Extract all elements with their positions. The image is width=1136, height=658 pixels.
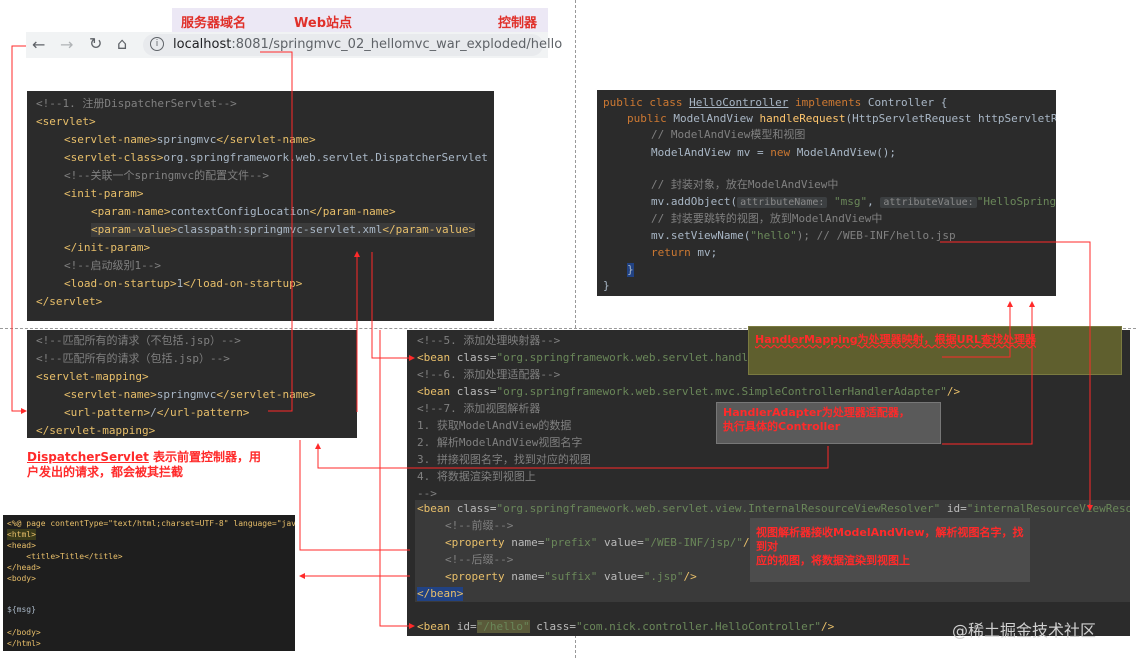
code-line: </servlet-mapping> bbox=[36, 424, 156, 437]
code-line: </html> bbox=[7, 639, 41, 648]
view-resolver-note: 视图解析器接收ModelAndView，解析视图名字，找到对应的视图，将数据渲染… bbox=[750, 518, 1030, 582]
springxml-editor: <!--5. 添加处理映射器--> <bean class="org.sprin… bbox=[407, 330, 1130, 636]
code-line: <!--6. 添加处理适配器--> bbox=[417, 368, 561, 381]
code-line: // 封装要跳转的视图，放到ModelAndView中 bbox=[651, 212, 883, 225]
code-line: 1. 获取ModelAndView的数据 bbox=[417, 419, 572, 432]
code-line: 2. 解析ModelAndView视图名字 bbox=[417, 436, 583, 449]
code-line: <!--前缀--> bbox=[445, 519, 514, 532]
forward-icon[interactable]: → bbox=[60, 35, 74, 54]
code-line: <servlet> bbox=[36, 115, 96, 128]
code-line: <load-on-startup>1</load-on-startup> bbox=[64, 277, 303, 290]
home-icon[interactable]: ⌂ bbox=[117, 34, 128, 53]
url-host: localhost bbox=[173, 37, 232, 52]
code-line: mv.setViewName("hello"); // /WEB-INF/hel… bbox=[651, 229, 956, 242]
dispatcher-note: DispatcherServlet 表示前置控制器，用 户发出的请求，都会被其拦… bbox=[27, 450, 262, 479]
code-line: <property name="prefix" value="/WEB-INF/… bbox=[445, 536, 756, 549]
code-line: <title>Title</title> bbox=[7, 552, 123, 561]
param-hint: attributeName: bbox=[737, 197, 828, 208]
code-line: 3. 拼接视图名字，找到对应的视图 bbox=[417, 453, 591, 466]
watermark: @稀土掘金技术社区 bbox=[952, 621, 1097, 640]
code-line: <servlet-mapping> bbox=[36, 370, 149, 383]
divider-vertical-left bbox=[575, 0, 576, 658]
handler-adapter-note: HandlerAdapter为处理器适配器，执行具体的Controller bbox=[716, 402, 941, 444]
code-line: } bbox=[603, 279, 610, 292]
code-line: <!--1. 注册DispatcherServlet--> bbox=[36, 97, 237, 110]
code-line: </bean> bbox=[417, 587, 464, 601]
code-line: // 封装对象，放在ModelAndView中 bbox=[651, 178, 839, 191]
code-line: <!--后缀--> bbox=[445, 553, 514, 566]
code-line: <url-pattern>/</url-pattern> bbox=[64, 406, 250, 419]
param-hint: attributeValue: bbox=[880, 197, 977, 208]
webxml-editor: <!--1. 注册DispatcherServlet--> <servlet> … bbox=[27, 91, 494, 321]
code-line: <!--匹配所有的请求（包括.jsp）--> bbox=[36, 352, 230, 365]
address-bar[interactable]: i localhost:8081/springmvc_02_hellomvc_w… bbox=[143, 34, 562, 56]
code-line: return mv; bbox=[651, 246, 718, 259]
webxml-mapping-editor: <!--匹配所有的请求（不包括.jsp）--> <!--匹配所有的请求（包括.j… bbox=[27, 330, 357, 438]
arrow-dispatcher-to-jsp bbox=[299, 440, 410, 551]
code-line: <servlet-name>springmvc</servlet-name> bbox=[64, 133, 316, 146]
arrow-url-to-mapping bbox=[11, 45, 27, 414]
code-line: public ModelAndView handleRequest(HttpSe… bbox=[627, 112, 1056, 125]
url-text[interactable]: localhost:8081/springmvc_02_hellomvc_war… bbox=[173, 37, 562, 52]
code-line: <!--5. 添加处理映射器--> bbox=[417, 334, 561, 347]
code-line: </body> bbox=[7, 628, 41, 637]
code-line: <bean id="/hello" class="com.nick.contro… bbox=[417, 620, 835, 633]
code-line: <servlet-class>org.springframework.web.s… bbox=[64, 151, 488, 164]
url-path: /springmvc_02_hellomvc_war_exploded/hell… bbox=[268, 37, 563, 52]
code-line: </head> bbox=[7, 563, 41, 572]
code-line: <param-name>contextConfigLocation</param… bbox=[91, 205, 396, 218]
divider-horizontal bbox=[0, 328, 1136, 329]
handler-mapping-note: HandlerMapping为处理器映射，根据URL查找处理器 bbox=[748, 326, 1122, 375]
controller-editor: public class HelloController implements … bbox=[597, 90, 1056, 296]
label-controller: 控制器 bbox=[498, 16, 538, 31]
reload-icon[interactable]: ↻ bbox=[89, 34, 103, 53]
info-icon[interactable]: i bbox=[150, 37, 164, 51]
code-line: ${msg} bbox=[7, 605, 36, 614]
label-web-site: Web站点 bbox=[294, 16, 352, 31]
code-line: <bean class="org.springframework.web.ser… bbox=[417, 385, 961, 398]
back-icon[interactable]: ← bbox=[32, 35, 46, 54]
label-server-domain: 服务器域名 bbox=[181, 16, 247, 31]
code-line: <bean class="org.springframework.web.ser… bbox=[417, 502, 1130, 515]
code-line: <!--匹配所有的请求（不包括.jsp）--> bbox=[36, 334, 241, 347]
code-line: </init-param> bbox=[64, 241, 151, 254]
code-line: </servlet> bbox=[36, 295, 103, 308]
code-line: // ModelAndView模型和视图 bbox=[651, 128, 806, 141]
code-line: <body> bbox=[7, 574, 36, 583]
code-line: public class HelloController implements … bbox=[603, 96, 948, 109]
code-line-highlighted: <param-value>classpath:springmvc-servlet… bbox=[91, 223, 476, 237]
code-line: <%@ page contentType="text/html;charset=… bbox=[7, 519, 295, 528]
code-line: <servlet-name>springmvc</servlet-name> bbox=[64, 388, 316, 401]
browser-toolbar: ← → ↻ ⌂ i localhost:8081/springmvc_02_he… bbox=[26, 32, 562, 58]
code-line: 4. 将数据渲染到视图上 bbox=[417, 470, 536, 483]
code-line: ModelAndView mv = new ModelAndView(); bbox=[651, 146, 897, 159]
code-line: --> bbox=[417, 487, 437, 500]
code-line: <init-param> bbox=[64, 187, 144, 200]
code-line: <head> bbox=[7, 541, 36, 550]
url-port: :8081 bbox=[231, 37, 269, 52]
jsp-editor: <%@ page contentType="text/html;charset=… bbox=[3, 515, 295, 651]
code-line: } bbox=[627, 263, 634, 277]
url-header-strip bbox=[172, 8, 548, 32]
code-line: mv.addObject(attributeName: "msg", attri… bbox=[651, 195, 1056, 208]
code-line: <property name="suffix" value=".jsp"/> bbox=[445, 570, 697, 583]
code-line: <html> bbox=[7, 529, 36, 540]
code-line: <!--启动级别1--> bbox=[64, 259, 161, 272]
code-line: <!--7. 添加视图解析器 bbox=[417, 402, 541, 415]
code-line: <!--关联一个springmvc的配置文件--> bbox=[64, 169, 269, 182]
